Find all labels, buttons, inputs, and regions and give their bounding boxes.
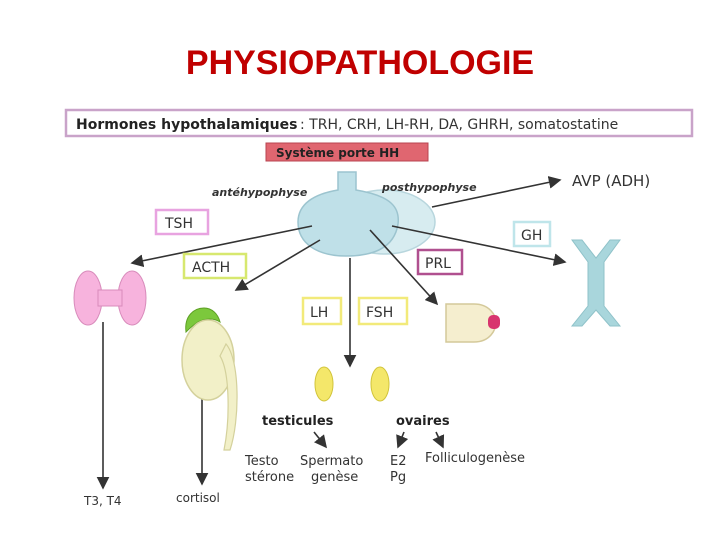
sperm-line-1: Spermato: [300, 454, 363, 469]
portal-system-label: Système porte HH: [276, 146, 399, 160]
arrow-to-breast: [369, 229, 439, 306]
hypothalamic-label: Hormones hypothalamiques: [76, 117, 297, 133]
testes-label: testicules: [262, 414, 334, 429]
lh-label: LH: [310, 305, 328, 321]
acth-label: ACTH: [192, 260, 230, 276]
bone-shape: [570, 239, 622, 327]
gh-label: GH: [521, 228, 542, 244]
arrow-to-avp: [431, 176, 562, 208]
breast-shape: [445, 303, 500, 343]
arrow-to-folliculogenesis: [432, 431, 445, 449]
hypothalamic-list: : TRH, CRH, LH-RH, DA, GHRH, somatostati…: [300, 117, 618, 133]
adrenal-kidney: [181, 307, 238, 451]
prl-label: PRL: [425, 256, 451, 272]
pg-label: Pg: [390, 470, 406, 485]
anterior-pituitary-shape: [297, 171, 400, 257]
hypothalamic-hormones-box: [64, 108, 694, 138]
cortisol-label: cortisol: [176, 491, 220, 505]
t3t4-label: T3, T4: [83, 494, 122, 508]
fsh-label: FSH: [366, 305, 393, 321]
ovaries-label: ovaires: [396, 414, 450, 429]
ovary-shape: [370, 366, 390, 402]
arrow-to-thyroid: [130, 225, 313, 268]
tsh-label: TSH: [164, 216, 193, 232]
page-title: PHYSIOPATHOLOGIE: [185, 44, 535, 82]
anterior-pituitary-label: antéhypophyse: [212, 186, 308, 199]
tsh-box: [154, 208, 210, 236]
arrow-to-bone: [391, 225, 567, 266]
testo-line-2: stérone: [245, 470, 294, 485]
posterior-pituitary-label: posthypophyse: [381, 181, 477, 194]
portal-system-box: [265, 142, 429, 162]
e2-label: E2: [390, 454, 407, 469]
avp-label: AVP (ADH): [572, 172, 650, 190]
arrow-to-e2: [396, 431, 409, 449]
prl-box: [416, 248, 464, 276]
pituitary-gland: [297, 171, 436, 257]
arrow-to-spermatogenesis: [313, 431, 327, 449]
sperm-line-2: genèse: [311, 470, 358, 485]
thyroid-gland: [73, 270, 147, 326]
testo-line-1: Testo: [244, 454, 279, 469]
lh-box: [301, 296, 343, 326]
folliculogenesis-label: Folliculogenèse: [425, 451, 525, 466]
gh-box: [512, 220, 552, 248]
arrow-to-adrenal: [234, 239, 321, 291]
fsh-box: [357, 296, 409, 326]
acth-box: [182, 252, 248, 280]
testis-shape: [314, 366, 334, 402]
